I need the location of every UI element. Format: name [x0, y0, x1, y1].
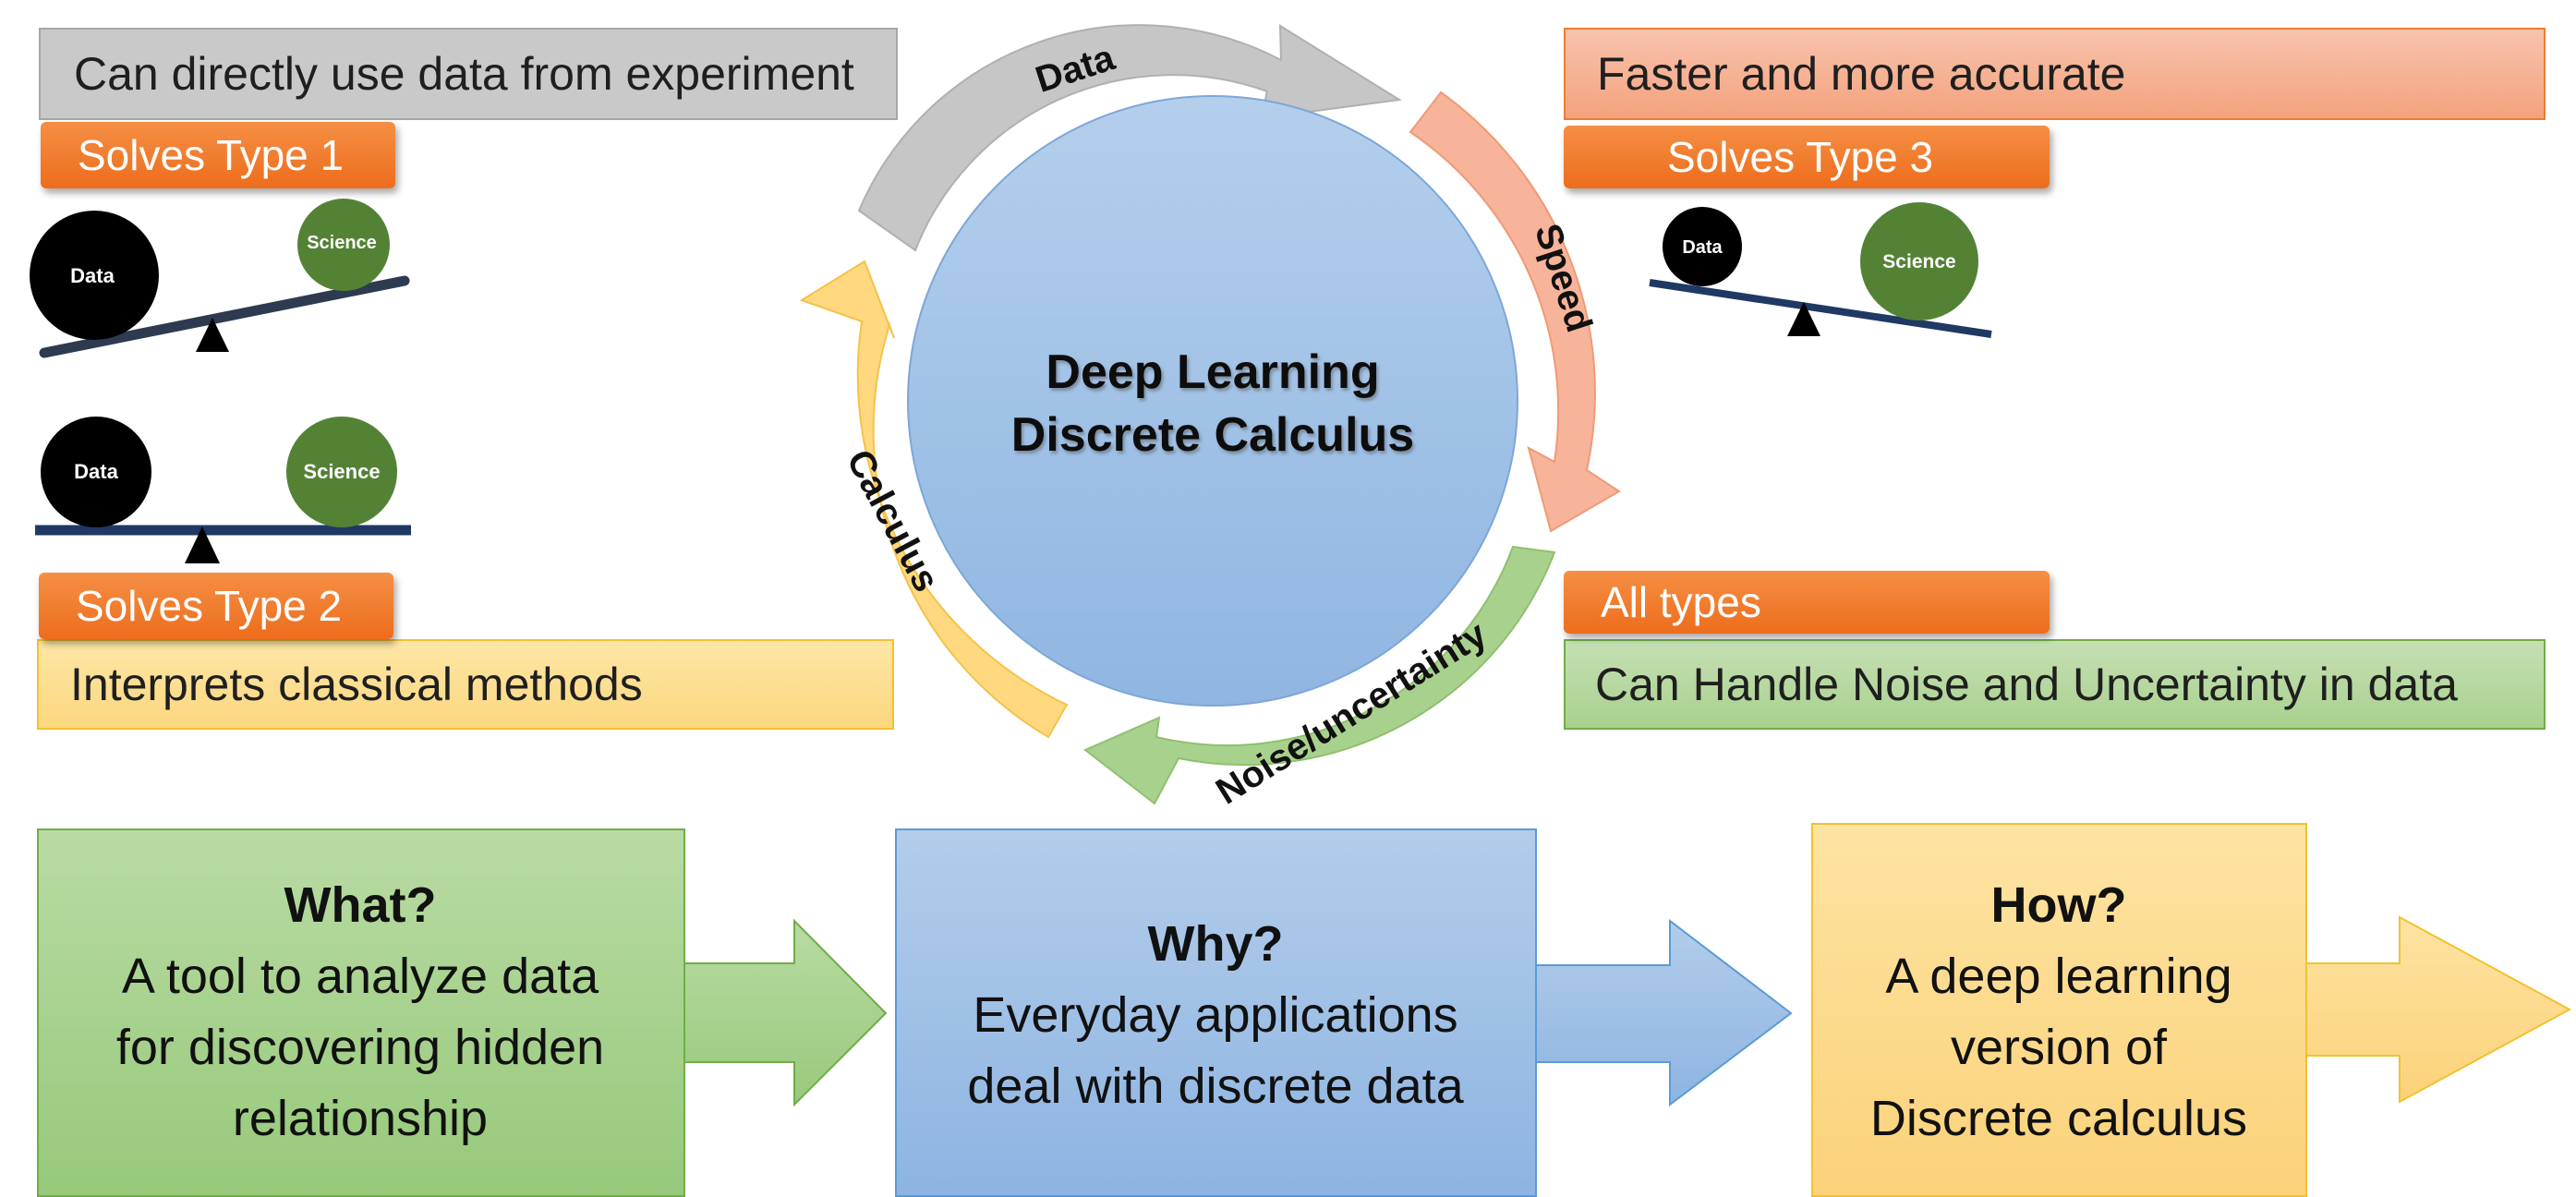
- center-title-line2: Discrete Calculus: [1011, 408, 1414, 462]
- why-line-1: Everyday applications: [973, 987, 1457, 1043]
- tag-all-types: All types: [1564, 571, 2050, 634]
- how-panel: How? A deep learning version of Discrete…: [1811, 823, 2572, 1197]
- how-line-3: Discrete calculus: [1870, 1091, 2247, 1146]
- balance-type3: Data Science: [1649, 202, 1992, 338]
- arc-arrow-noise: [1083, 545, 1556, 805]
- center-circle: [907, 95, 1518, 707]
- balance3-data-label: Data: [1682, 237, 1723, 258]
- center-title-line1: Deep Learning: [1046, 345, 1379, 399]
- balance-type2: Data Science: [35, 417, 411, 563]
- banner-direct-data: Can directly use data from experiment: [39, 28, 898, 120]
- balance3-science-label: Science: [1882, 251, 1955, 272]
- banner-faster-text: Faster and more accurate: [1597, 48, 2126, 100]
- banner-noise-text: Can Handle Noise and Uncertainty in data: [1595, 659, 2458, 710]
- banner-classical: Interprets classical methods: [37, 639, 894, 730]
- arc-arrow-data: [857, 24, 1402, 252]
- why-line-2: deal with discrete data: [967, 1058, 1464, 1114]
- balance1-data-label: Data: [70, 264, 115, 287]
- arc-arrow-speed: [1409, 91, 1621, 533]
- what-line-3: relationship: [233, 1091, 488, 1146]
- banner-classical-text: Interprets classical methods: [70, 659, 643, 710]
- why-title: Why?: [1148, 916, 1284, 972]
- arc-arrow-calculus: [799, 260, 1069, 739]
- what-line-2: for discovering hidden: [116, 1020, 604, 1075]
- banner-direct-data-text: Can directly use data from experiment: [74, 48, 854, 100]
- tag-solves-type1: Solves Type 1: [41, 122, 395, 188]
- balance1-science-label: Science: [307, 233, 377, 253]
- why-panel: Why? Everyday applications deal with dis…: [895, 828, 1793, 1197]
- banner-noise: Can Handle Noise and Uncertainty in data: [1564, 639, 2546, 730]
- how-line-1: A deep learning: [1885, 949, 2231, 1004]
- how-line-2: version of: [1951, 1020, 2168, 1075]
- what-panel: What? A tool to analyze data for discove…: [37, 828, 888, 1197]
- how-title: How?: [1991, 877, 2127, 933]
- balance2-data-label: Data: [74, 460, 118, 483]
- tag-solves-type3: Solves Type 3: [1564, 126, 2050, 188]
- banner-faster: Faster and more accurate: [1564, 28, 2546, 120]
- balance-type1: Data Science: [30, 199, 410, 358]
- what-title: What?: [284, 877, 437, 933]
- tag-solves-type2: Solves Type 2: [39, 573, 393, 639]
- what-line-1: A tool to analyze data: [122, 949, 599, 1004]
- balance2-science-label: Science: [303, 460, 380, 483]
